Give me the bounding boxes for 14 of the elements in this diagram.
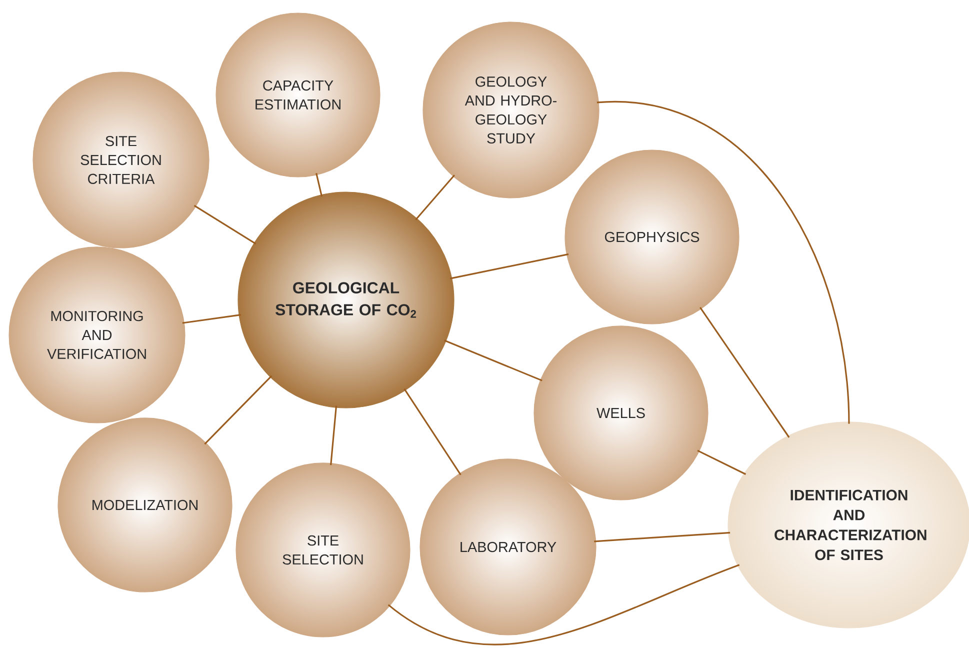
- connector-line: [194, 204, 256, 244]
- connector-line: [594, 532, 730, 542]
- connector-line: [388, 564, 740, 646]
- connector-line: [330, 406, 338, 466]
- connector-line: [596, 102, 850, 424]
- connector-line: [404, 388, 462, 476]
- connector-line: [316, 172, 323, 197]
- connector-line: [700, 306, 790, 438]
- connector-line: [204, 375, 272, 445]
- connector-line: [182, 314, 241, 324]
- connector-line: [415, 174, 456, 220]
- connector-line: [444, 340, 542, 382]
- connector-line: [450, 253, 569, 280]
- connector-line: [697, 450, 746, 475]
